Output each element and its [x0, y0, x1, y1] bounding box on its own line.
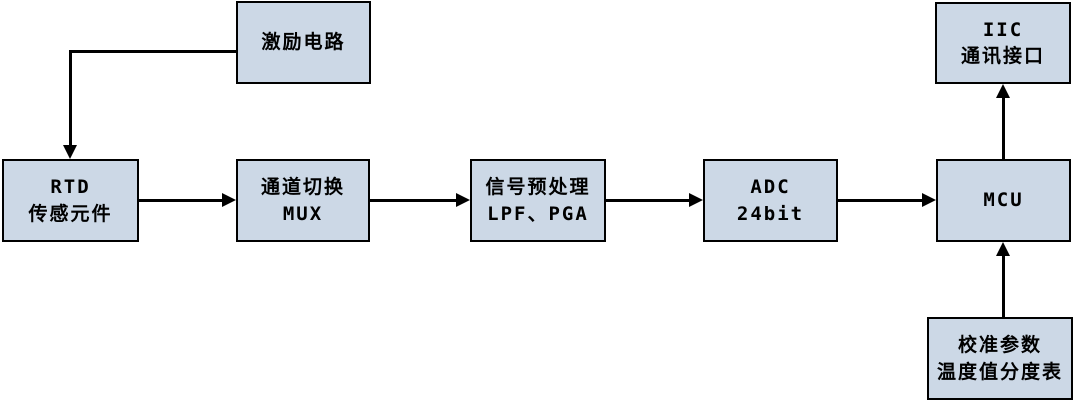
arrow-mcu-to-iic-head-icon [996, 84, 1010, 98]
arrow-rtd-to-mux-head-icon [222, 193, 236, 207]
node-calibration-table: 校准参数 温度值分度表 [927, 317, 1073, 400]
node-mux-label-line1: 通道切换 [260, 176, 345, 199]
node-calibration-label-line2: 温度值分度表 [936, 360, 1063, 383]
arrow-preprocess-to-adc-head-icon [689, 193, 703, 207]
node-mux-label-line2: MUX [282, 202, 324, 225]
arrow-excitation-to-rtd-head-icon [63, 145, 77, 159]
arrow-mcu-to-iic [1002, 98, 1005, 159]
node-preprocess-label-line2: LPF、PGA [487, 202, 589, 225]
node-rtd-label-line2: 传感元件 [28, 202, 113, 225]
node-excitation-circuit: 激励电路 [236, 1, 371, 84]
node-rtd-label-line1: RTD [50, 176, 91, 199]
node-mcu-label: MCU [983, 189, 1024, 212]
node-adc-label-line2: 24bit [736, 202, 805, 225]
arrow-preprocess-to-adc [606, 199, 689, 202]
node-iic-interface: IIC 通讯接口 [935, 2, 1071, 84]
arrow-calibration-to-mcu [1002, 256, 1005, 317]
node-mcu: MCU [936, 159, 1071, 242]
node-signal-preprocess: 信号预处理 LPF、PGA [470, 159, 606, 242]
arrow-excitation-to-rtd-vsegment [69, 50, 72, 145]
node-channel-mux: 通道切换 MUX [236, 159, 370, 242]
arrow-adc-to-mcu [838, 199, 922, 202]
arrow-mux-to-preprocess-head-icon [456, 193, 470, 207]
node-excitation-label: 激励电路 [261, 31, 346, 54]
node-adc: ADC 24bit [703, 159, 838, 242]
arrow-adc-to-mcu-head-icon [922, 193, 936, 207]
arrow-mux-to-preprocess [370, 199, 456, 202]
node-iic-label-line2: 通讯接口 [960, 45, 1045, 67]
node-adc-label-line1: ADC [750, 176, 791, 199]
arrow-excitation-to-rtd-hsegment [70, 50, 236, 53]
node-preprocess-label-line1: 信号预处理 [485, 176, 591, 199]
node-iic-label-line1: IIC [982, 18, 1024, 41]
arrow-rtd-to-mux [139, 199, 222, 202]
node-rtd-sensor: RTD 传感元件 [2, 159, 139, 242]
arrow-calibration-to-mcu-head-icon [996, 242, 1010, 256]
node-calibration-label-line1: 校准参数 [957, 334, 1042, 357]
